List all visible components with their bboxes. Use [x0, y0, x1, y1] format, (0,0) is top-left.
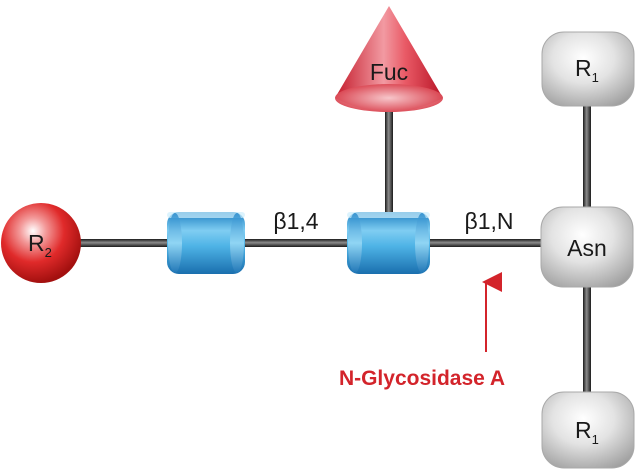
svg-text:R1: R1: [575, 417, 599, 447]
r2-node: R2: [1, 203, 81, 283]
r2-subscript: 2: [45, 245, 52, 260]
r2-label: R: [28, 230, 45, 256]
asn-label: Asn: [567, 235, 607, 261]
svg-text:R1: R1: [575, 55, 599, 85]
linkage-beta14-label: β1,4: [273, 208, 318, 234]
linkage-beta1n-label: β1,N: [464, 208, 513, 234]
bond-glcnac2-fuc: [385, 108, 393, 212]
r1-top-label: R: [575, 55, 592, 81]
glcnac-cylinder-2: [347, 212, 430, 274]
glcnac-cylinder-1: [167, 212, 245, 274]
bond-r2-glcnac1: [78, 239, 168, 247]
bond-glcnac2-asn: [430, 239, 548, 247]
bond-glcnac1-glcnac2: [245, 239, 347, 247]
bond-asn-r1-bottom: [583, 285, 591, 395]
r1-top-node: R1: [541, 31, 635, 107]
r1-bottom-subscript: 1: [592, 432, 599, 447]
fuc-cone: Fuc: [335, 6, 443, 112]
enzyme-label: N-Glycosidase A: [339, 367, 505, 390]
r1-bottom-label: R: [575, 417, 592, 443]
asn-node: Asn: [540, 206, 634, 288]
r1-bottom-node: R1: [541, 391, 635, 469]
bonds: [78, 104, 591, 395]
fuc-label: Fuc: [370, 59, 408, 85]
r1-top-subscript: 1: [592, 70, 599, 85]
svg-text:R2: R2: [28, 230, 52, 260]
bond-asn-r1-top: [583, 104, 591, 214]
